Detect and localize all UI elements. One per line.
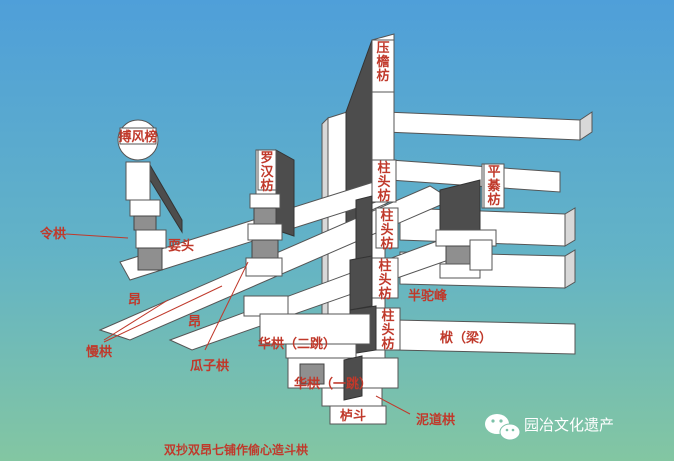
label-yanchang-fang: 压檐枋 (376, 41, 389, 84)
label-huagong-2: 华栱（二跳） (258, 336, 336, 352)
leader-lines (65, 233, 411, 415)
label-shuatou: 耍头 (168, 238, 194, 254)
labels: 压檐枋 搏风榜 罗汉枋 柱头枋 柱头枋 柱头枋 柱头枋 平綦枋 令栱 耍头 昂 … (40, 41, 501, 457)
label-pingqi-fang: 平綦枋 (486, 165, 501, 208)
label-zhutou-fang-2: 柱头枋 (380, 208, 393, 252)
label-zhutou-fang-4: 柱头枋 (381, 308, 394, 352)
label-nidao-gong: 泥道栱 (416, 412, 455, 428)
label-tuofeng-xia: 搏风榜 (118, 129, 157, 145)
label-mangong: 慢栱 (86, 344, 112, 360)
wechat-icon (485, 414, 521, 441)
label-plates (119, 39, 505, 209)
watermark-text: 园冶文化遗产 (524, 416, 614, 434)
watermark: 园冶文化遗产 (485, 414, 614, 441)
label-ang-1: 昂 (128, 292, 141, 308)
rear-beams (384, 111, 593, 355)
label-huagong-1: 华栱（一跳） (294, 376, 372, 392)
label-banjiaofeng: 半驼峰 (408, 288, 448, 304)
caption: 双抄双昂七铺作偷心造斗栱 (164, 442, 308, 457)
lower-bracket (259, 313, 399, 425)
label-zhutou-fang-3: 柱头枋 (378, 258, 391, 302)
label-linggong: 令栱 (40, 226, 66, 242)
label-ang-2: 昂 (188, 314, 201, 330)
label-fu-liang: 栿（梁） (439, 330, 492, 346)
label-zhutou-fang-1: 柱头枋 (377, 160, 390, 204)
label-luohan-fang: 罗汉枋 (260, 151, 274, 194)
label-guazi-gong: 瓜子栱 (190, 358, 229, 374)
label-ludou: 栌斗 (340, 408, 366, 424)
